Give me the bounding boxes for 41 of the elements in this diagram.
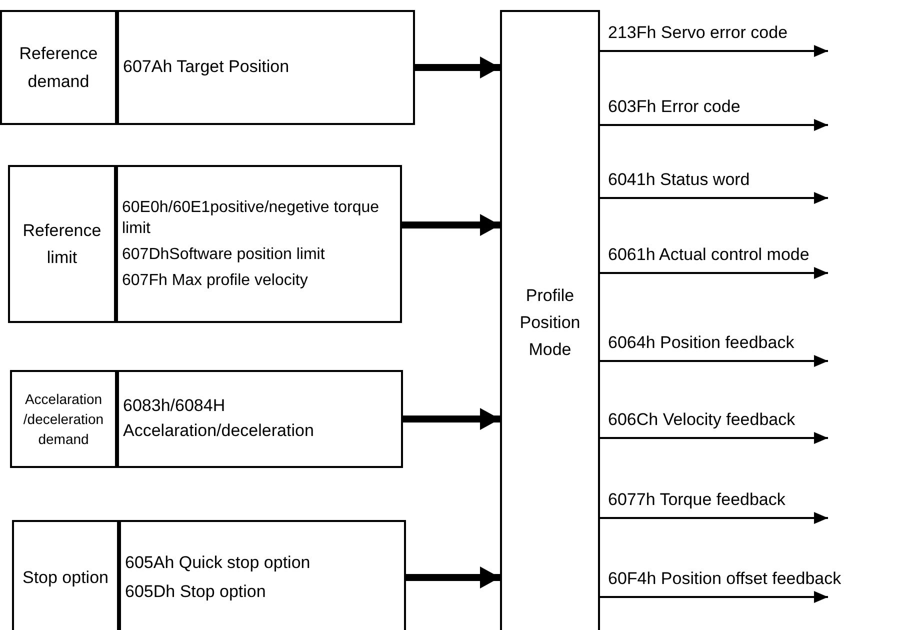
arrow [600,512,828,524]
edge-label: 603Fh Error code [608,98,740,115]
label-cell [10,370,117,468]
arrow [600,119,828,131]
cell-text: 607Fh Max profile velocity [122,270,309,291]
cell-text: 607DhSoftware position limit [122,245,326,265]
cell-text: 605Ah Quick stop option [125,552,312,574]
arrow [600,45,828,57]
parameter-cell [119,520,406,630]
cell-text: Reference limit [22,220,102,269]
arrow [600,591,828,603]
edge-label: 6041h Status word [608,171,750,188]
parameter-cell [117,370,403,468]
arrow [600,192,828,204]
cell-text: 60E0h/60E1positive/negetive torque limit [122,198,380,240]
cell-text: Stop option [22,566,108,589]
arrow [600,267,828,279]
edge-label: 60F4h Position offset feedback [608,570,842,587]
parameter-cell [116,165,402,323]
arrow [403,408,500,430]
arrow [415,56,500,78]
cell-text: 6083h/6084H Accelaration/deceleration [123,395,315,442]
arrow [406,566,500,588]
arrow [600,355,828,367]
edge-label: 6077h Torque feedback [608,491,786,508]
arrow [600,432,828,444]
edge-label: 6064h Position feedback [608,334,794,351]
edge-label: 213Fh Servo error code [608,24,788,41]
cell-text: 605Dh Stop option [125,580,267,602]
cell-text: Accelaration /deceleration demand [22,390,105,450]
label-cell [8,165,116,323]
label-cell [500,10,600,630]
label-cell [0,10,117,125]
cell-text: 607Ah Target Position [123,56,290,78]
edge-label: 6061h Actual control mode [608,246,810,263]
cell-text: Profile Position Mode [518,284,582,362]
edge-label: 606Ch Velocity feedback [608,411,796,428]
cell-text: Reference demand [18,43,99,92]
parameter-cell [117,10,415,125]
label-cell [12,520,119,630]
arrow [402,214,500,236]
